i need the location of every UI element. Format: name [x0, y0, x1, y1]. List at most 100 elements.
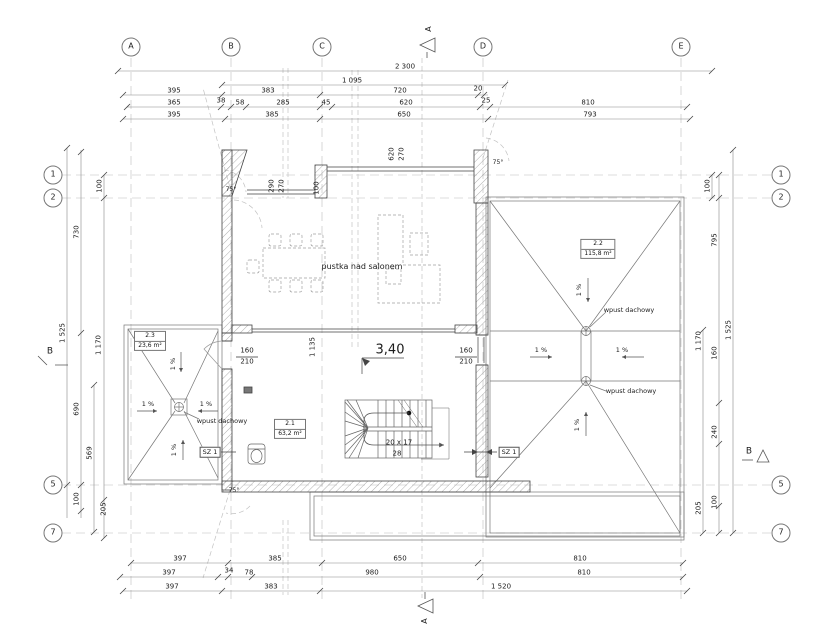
- grid-bubble-D-top: D: [473, 37, 493, 57]
- plan-label: pustka nad salonem: [321, 262, 403, 271]
- plan-label: wpust dachowy: [196, 416, 248, 425]
- plan-label: 290: [267, 179, 276, 193]
- shaft-marker: [243, 386, 253, 394]
- grid-bubble-7-left: 7: [43, 523, 63, 543]
- grid-bubble-2-right: 2: [771, 188, 791, 208]
- grid-bubble-2-left: 2: [43, 188, 63, 208]
- plan-label: 1 %: [534, 345, 548, 354]
- stair-walkline: [363, 412, 444, 448]
- plan-label: 1 520: [490, 582, 512, 591]
- plan-label: 793: [583, 110, 597, 119]
- coffee-table: [385, 268, 402, 285]
- plan-label: 1 %: [168, 357, 177, 371]
- plan-label: B: [46, 346, 54, 357]
- plan-label: 75°: [492, 159, 504, 166]
- grid-bubble-E-top: E: [671, 37, 691, 57]
- sofa: [377, 214, 441, 304]
- room-area: 63,2 m²: [278, 429, 302, 437]
- plan-label: 100: [710, 495, 719, 509]
- plan-label: 1 170: [694, 330, 703, 352]
- plan-label: 75°: [228, 487, 240, 494]
- grid-bubble-5-right: 5: [771, 475, 791, 495]
- plan-label: 1 %: [572, 418, 581, 432]
- slope-arrows-right-roof: [530, 278, 644, 436]
- windows-and-doors: [203, 166, 488, 370]
- shaft-label: SZ 1: [199, 446, 221, 458]
- plan-label: 160: [240, 346, 254, 355]
- plan-label: 397: [165, 582, 179, 591]
- plan-label: 1 %: [574, 283, 583, 297]
- section-b-marker-right: [756, 449, 770, 463]
- plan-label: 45: [321, 98, 331, 107]
- plan-label: 270: [277, 179, 286, 193]
- plan-label: 1 %: [199, 399, 213, 408]
- annotation-lines: [221, 357, 497, 455]
- room-number: 2.2: [581, 240, 615, 250]
- plan-label: 205: [694, 501, 703, 515]
- plan-label: 385: [265, 110, 279, 119]
- plan-label: 383: [261, 86, 275, 95]
- grid-bubble-1-left: 1: [43, 165, 63, 185]
- plan-label: A: [424, 26, 433, 32]
- plan-label: 25: [481, 96, 491, 105]
- plan-label: 58: [235, 98, 245, 107]
- grid-bubble-B-top: B: [221, 37, 241, 57]
- slope-arrows-left-roof: [137, 352, 218, 460]
- plan-label: 240: [710, 425, 719, 439]
- plan-label: 810: [573, 554, 587, 563]
- plan-label: 650: [393, 554, 407, 563]
- plan-label: 395: [167, 110, 181, 119]
- plan-label: 1 %: [141, 399, 155, 408]
- dining-table: [262, 247, 326, 279]
- walls: [221, 149, 531, 493]
- grid-bubble-1-right: 1: [771, 165, 791, 185]
- plan-label: B: [745, 446, 753, 457]
- plan-label: 20: [473, 84, 483, 93]
- plan-label: 1 095: [341, 76, 363, 85]
- shaft-label: SZ 1: [498, 446, 520, 458]
- plan-label: 383: [264, 582, 278, 591]
- plan-label: 980: [365, 568, 379, 577]
- dimension-lines: [63, 67, 737, 595]
- staircase: [344, 399, 450, 460]
- grid-bubble-A-top: A: [121, 37, 141, 57]
- plan-label: 397: [162, 568, 176, 577]
- plan-label: 20 x 17: [385, 438, 413, 447]
- plan-label: 650: [397, 110, 411, 119]
- grid-bubble-5-left: 5: [43, 475, 63, 495]
- room-area: 115,8 m²: [584, 249, 612, 257]
- plan-label: A: [420, 618, 429, 624]
- plan-label: 75°: [225, 186, 237, 193]
- room-area: 23,6 m²: [138, 341, 162, 349]
- plan-label: 160: [710, 346, 719, 360]
- plan-label: 3,40: [375, 342, 405, 358]
- furniture: [246, 214, 441, 304]
- plan-label: 100: [72, 492, 81, 506]
- plan-label: 270: [397, 147, 406, 161]
- plan-label: 1 %: [615, 345, 629, 354]
- plan-label: 78: [244, 568, 254, 577]
- plan-label: 1 170: [94, 334, 103, 356]
- section-markers: [37, 37, 770, 614]
- plan-label: 810: [581, 98, 595, 107]
- plan-label: 730: [72, 225, 81, 239]
- room-number: 2.3: [135, 332, 165, 342]
- toilet-fixture: [247, 443, 266, 465]
- plan-label: 285: [276, 98, 290, 107]
- grid-bubble-C-top: C: [312, 37, 332, 57]
- grid-bubble-7-right: 7: [771, 523, 791, 543]
- plan-label: 1 135: [308, 336, 317, 358]
- plan-label: 205: [99, 502, 108, 516]
- plan-label: 210: [240, 357, 254, 366]
- plan-label: 34: [224, 566, 234, 575]
- armchair: [409, 232, 429, 256]
- plan-label: 395: [167, 86, 181, 95]
- plan-label: 28: [392, 449, 402, 458]
- plan-label: 38: [216, 96, 226, 105]
- plan-label: 1 525: [58, 322, 67, 344]
- plan-label: 620: [387, 147, 396, 161]
- plan-label: wpust dachowy: [605, 386, 657, 395]
